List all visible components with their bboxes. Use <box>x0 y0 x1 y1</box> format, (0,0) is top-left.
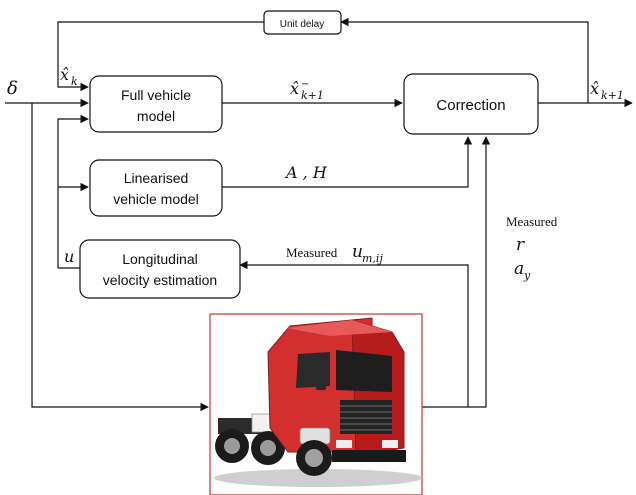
measured-r-ay-label: Measured r a y <box>506 214 558 282</box>
truck-to-longitudinal-line <box>239 260 469 407</box>
longitudinal-label-1: Longitudinal <box>122 251 198 267</box>
longitudinal-label-2: velocity estimation <box>103 272 217 288</box>
svg-text:Measured: Measured <box>506 214 558 229</box>
svg-text:x̂: x̂ <box>60 65 69 84</box>
u-label: u <box>64 247 74 266</box>
linearised-model-label-2: vehicle model <box>113 191 199 207</box>
svg-text:k+1: k+1 <box>301 89 324 102</box>
unit-delay-block: Unit delay <box>263 10 342 35</box>
unit-delay-label: Unit delay <box>280 19 324 30</box>
svg-text:k+1: k+1 <box>601 89 624 102</box>
delta-trunk-line <box>31 103 209 412</box>
ah-label: A , H <box>284 163 328 182</box>
full-vehicle-model-block: Full vehicle model <box>89 75 223 133</box>
xhat-k-label: x̂ k <box>60 65 78 88</box>
truck-to-correction-line <box>422 136 491 408</box>
svg-text:a: a <box>514 259 524 279</box>
measured-u-label: Measured u m,ij <box>286 242 383 265</box>
svg-text:u: u <box>352 242 363 262</box>
delta-label: δ <box>7 78 18 99</box>
full-vehicle-model-label-2: model <box>137 108 175 124</box>
xhat-output-label: x̂ k+1 <box>590 79 624 102</box>
u-to-full-model-line <box>57 114 89 268</box>
linearised-to-correction-line <box>222 136 473 188</box>
truck-grille <box>340 400 392 434</box>
linearised-vehicle-model-block: Linearised vehicle model <box>89 159 223 217</box>
svg-text:Measured: Measured <box>286 245 338 260</box>
xhat-prior-label: x̂ − k+1 <box>290 79 324 102</box>
longitudinal-velocity-block: Longitudinal velocity estimation <box>79 239 241 299</box>
svg-text:x̂: x̂ <box>590 79 599 98</box>
linearised-model-label-1: Linearised <box>124 170 189 186</box>
svg-text:m,ij: m,ij <box>362 252 383 265</box>
truck-image <box>209 313 423 495</box>
svg-text:y: y <box>523 269 531 282</box>
feedback-to-unit-delay <box>340 17 589 103</box>
svg-text:−: − <box>301 79 309 90</box>
svg-text:r: r <box>516 235 525 255</box>
correction-label: Correction <box>436 97 505 114</box>
svg-text:x̂: x̂ <box>290 79 299 98</box>
full-vehicle-model-label-1: Full vehicle <box>121 87 191 103</box>
correction-block: Correction <box>403 73 539 135</box>
svg-text:k: k <box>71 75 78 88</box>
unit-delay-to-full-model <box>57 21 264 92</box>
